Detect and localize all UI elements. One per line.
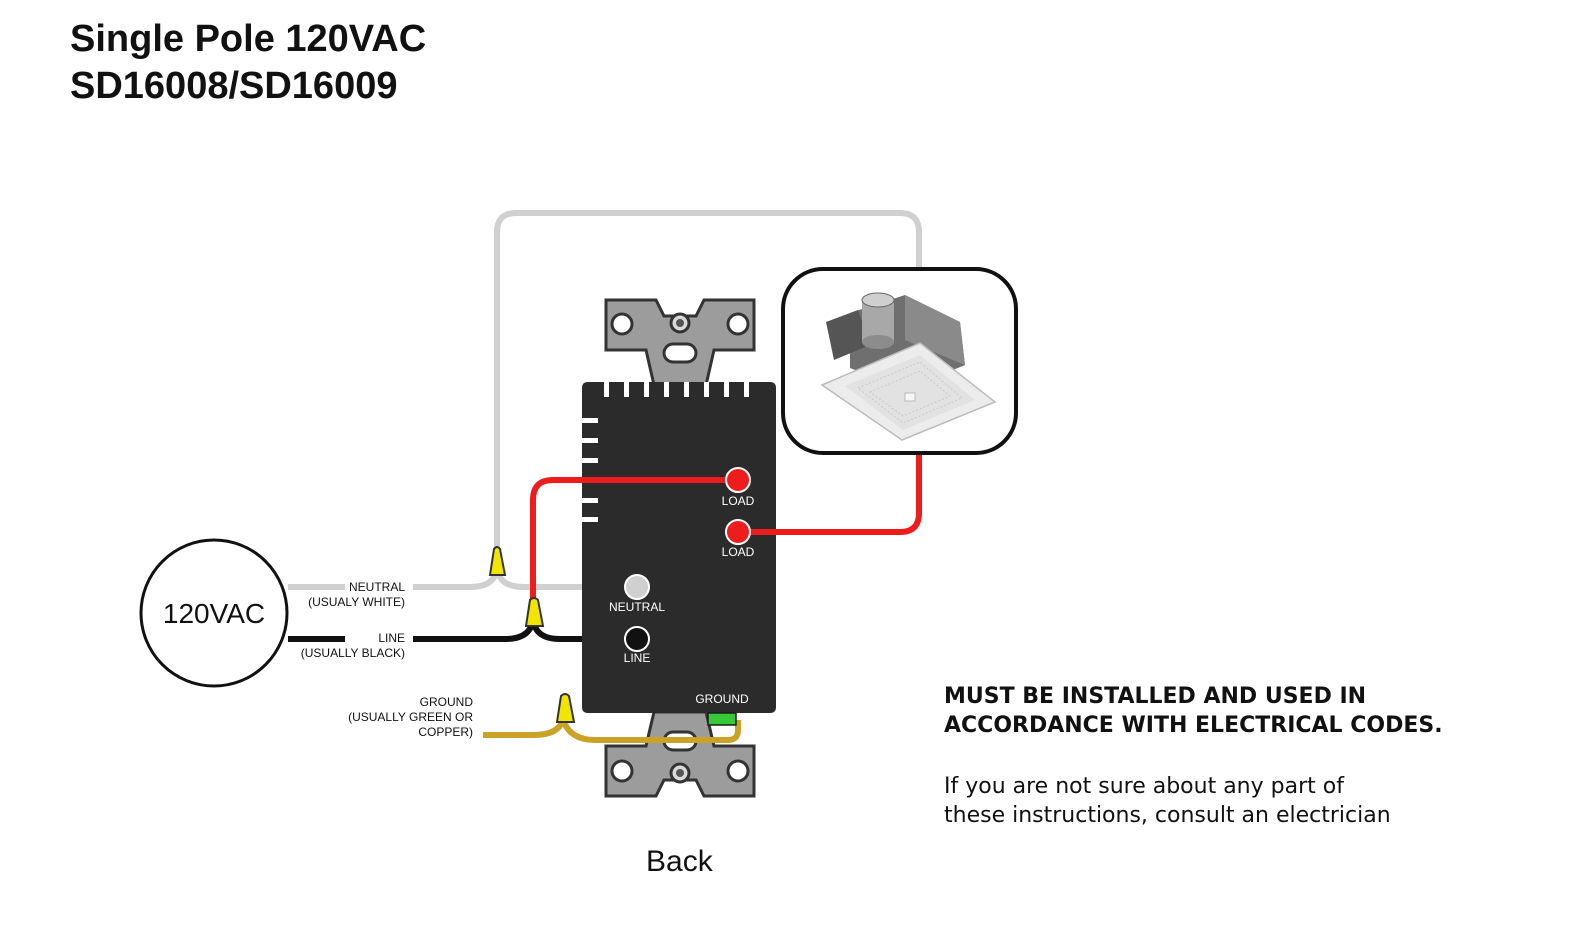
- line-terminal: [624, 626, 650, 652]
- neutral-terminal: [624, 574, 650, 600]
- load-terminal-1-label: LOAD: [722, 494, 755, 508]
- advice-line-2: these instructions, consult an electrici…: [944, 803, 1391, 828]
- power-source-circle: [139, 538, 289, 688]
- ground-terminal: [707, 712, 737, 726]
- title-line-1: Single Pole 120VAC: [70, 18, 427, 60]
- load-terminal-1: [725, 467, 751, 493]
- ground-wire-sublabel-2: COPPER): [418, 725, 473, 739]
- load-terminal-2: [725, 519, 751, 545]
- line-wire-source: [288, 615, 536, 642]
- warning-line-2: ACCORDANCE WITH ELECTRICAL CODES.: [944, 713, 1443, 738]
- load-terminal-2-label: LOAD: [722, 545, 755, 559]
- neutral-wire-sublabel: (USUALY WHITE): [308, 595, 405, 609]
- code-compliance-warning: MUST BE INSTALLED AND USED IN ACCORDANCE…: [944, 682, 1443, 740]
- line-wire-label: LINE: [378, 631, 405, 645]
- ground-wire-nut: [555, 693, 576, 723]
- ground-terminal-label: GROUND: [695, 692, 749, 706]
- diagram-title: Single Pole 120VAC SD16008/SD16009: [70, 16, 426, 110]
- line-wire-sublabel: (USUALLY BLACK): [301, 646, 405, 660]
- ground-wire-sublabel-1: (USUALLY GREEN OR: [348, 710, 473, 724]
- ground-wire-label: GROUND: [420, 695, 474, 709]
- neutral-wire-fan-loop: [494, 210, 922, 565]
- load-wire-2: [738, 452, 922, 535]
- title-line-2: SD16008/SD16009: [70, 65, 398, 107]
- exhaust-fan-icon: [820, 292, 997, 441]
- bottom-mounting-strap: [604, 710, 756, 798]
- neutral-terminal-label: NEUTRAL: [609, 600, 665, 614]
- top-mounting-strap: [604, 298, 756, 387]
- advice-line-1: If you are not sure about any part of: [944, 774, 1344, 799]
- neutral-wire-nut: [488, 546, 507, 576]
- ground-wire: [483, 710, 741, 743]
- electrician-advice: If you are not sure about any part of th…: [944, 772, 1391, 830]
- line-terminal-label: LINE: [624, 651, 651, 665]
- view-caption: Back: [646, 845, 713, 878]
- neutral-wire-label: NEUTRAL: [349, 580, 405, 594]
- line-wire-nut: [524, 597, 545, 627]
- power-source-label: 120VAC: [163, 598, 265, 629]
- load-wire-1: [530, 477, 738, 606]
- warning-line-1: MUST BE INSTALLED AND USED IN: [944, 684, 1367, 709]
